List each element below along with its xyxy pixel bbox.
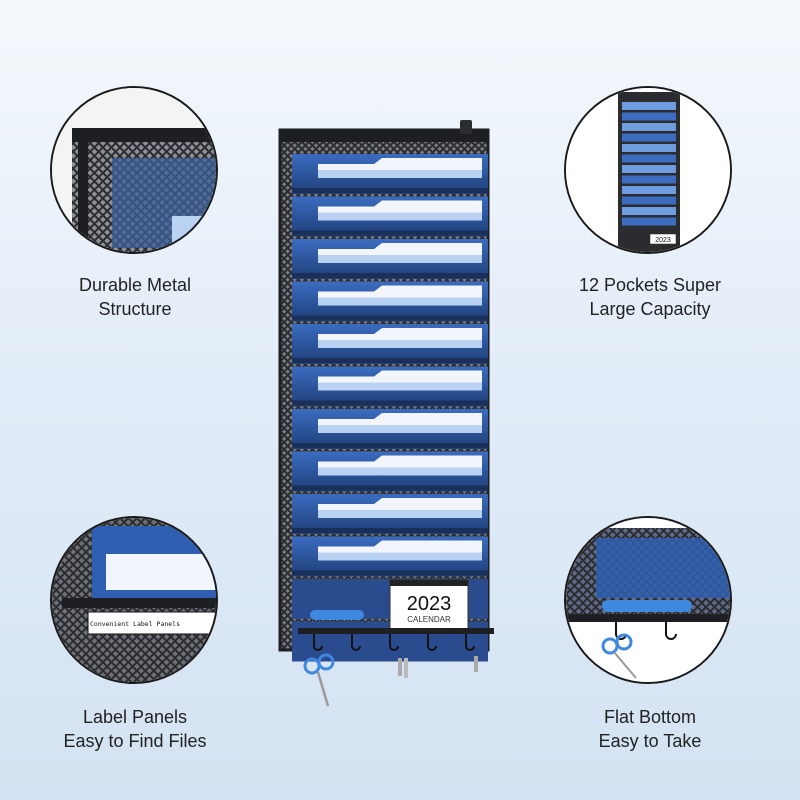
mini-pocket — [622, 102, 676, 110]
caption-pockets: 12 Pockets Super Large Capacity — [540, 273, 760, 321]
mini-pockets — [622, 102, 676, 226]
mini-pocket — [622, 144, 676, 152]
hook — [313, 634, 323, 651]
caption-bottom-line2: Easy to Take — [598, 731, 702, 751]
caption-metal: Durable Metal Structure — [25, 273, 245, 321]
pocket — [292, 239, 488, 279]
hooks — [313, 634, 475, 651]
pocket — [292, 536, 488, 577]
desk-calendar: 2023 CALENDAR — [389, 579, 469, 631]
label-panel-text: Convenient Label Panels — [90, 620, 181, 628]
scissors-icon — [303, 653, 335, 707]
pocket — [292, 154, 488, 194]
closeup-pockets: 2023 — [564, 86, 732, 254]
mesh-corner-icon — [52, 88, 216, 252]
pocket — [292, 281, 488, 322]
pocket — [292, 409, 488, 449]
pocket — [292, 196, 488, 237]
closeup-label-panel: Convenient Label Panels — [50, 516, 218, 684]
hook — [351, 634, 361, 651]
pocket — [292, 451, 488, 492]
caption-bottom-line1: Flat Bottom — [603, 707, 697, 727]
caption-metal-line2: Structure — [98, 299, 172, 319]
closeup-metal-structure — [50, 86, 218, 254]
mini-pocket — [622, 133, 676, 142]
pocket — [292, 324, 488, 364]
hook — [427, 634, 437, 651]
flat-bottom-icon — [566, 518, 730, 682]
mini-pocket — [622, 217, 676, 226]
keys-icon — [398, 656, 478, 678]
mini-pocket — [622, 175, 676, 184]
caption-pockets-line1: 12 Pockets Super — [578, 275, 722, 295]
caption-label: Label Panels Easy to Find Files — [25, 705, 245, 753]
caption-label-line1: Label Panels — [82, 707, 188, 727]
mini-pocket — [622, 112, 676, 121]
stacked-pockets-icon: 2023 — [566, 88, 730, 252]
stapler — [310, 610, 364, 620]
wall-file-organizer: 2023 CALENDAR — [278, 120, 494, 707]
flat-bottom-tray — [298, 628, 494, 634]
caption-bottom: Flat Bottom Easy to Take — [540, 705, 760, 753]
mini-pocket — [622, 154, 676, 163]
mini-pocket — [622, 165, 676, 173]
mini-pocket — [622, 196, 676, 205]
calendar-word: CALENDAR — [407, 615, 451, 624]
pocket — [292, 494, 488, 534]
caption-metal-line1: Durable Metal — [78, 275, 192, 295]
caption-pockets-line2: Large Capacity — [589, 299, 711, 319]
hook — [389, 634, 399, 651]
closeup-flat-bottom — [564, 516, 732, 684]
mini-pocket — [622, 123, 676, 131]
pocket — [292, 366, 488, 407]
mini-pocket — [622, 186, 676, 194]
mini-calendar-year: 2023 — [655, 237, 671, 244]
calendar-year: 2023 — [407, 593, 452, 615]
caption-label-line2: Easy to Find Files — [63, 731, 207, 751]
label-panel-icon — [52, 518, 216, 682]
mini-pocket — [622, 207, 676, 215]
hook — [465, 634, 475, 651]
